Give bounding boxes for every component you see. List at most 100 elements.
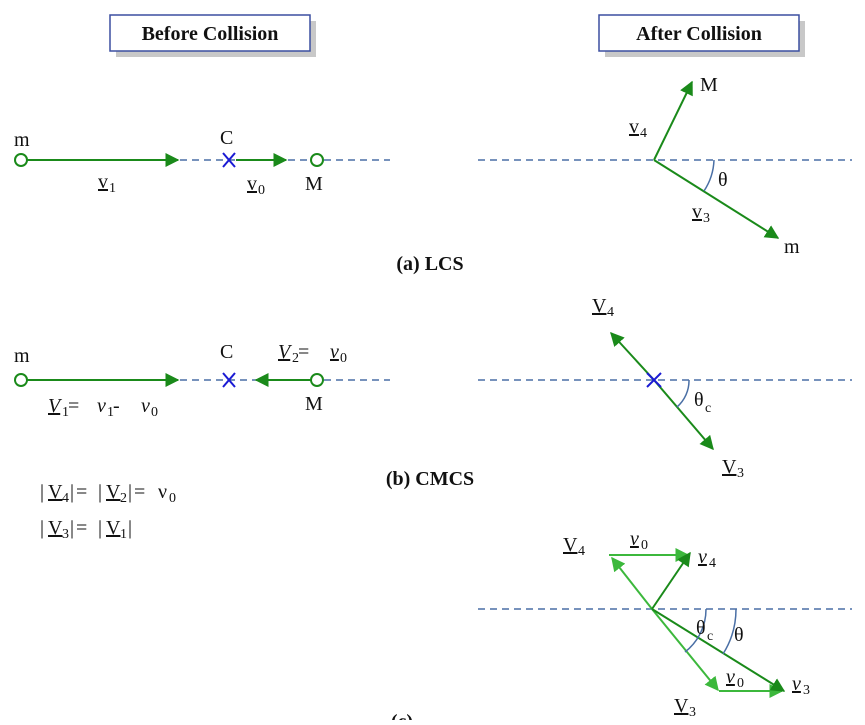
svg-text:1: 1: [120, 527, 127, 542]
cmcs-before: m C M V 1 = v 1 - v 0 V 2 = v 0: [14, 341, 390, 420]
header-before: Before Collision: [109, 14, 316, 57]
relation-line-1: | V 4 | = | V 2 | = ν 0: [40, 481, 176, 506]
svg-text:4: 4: [709, 556, 716, 571]
label-V3: V 3: [674, 695, 696, 720]
svg-text:v: v: [247, 173, 257, 195]
cm-marker-x: [222, 152, 236, 168]
label-M: M: [700, 74, 718, 96]
label-V4: V 4: [592, 295, 614, 320]
svg-text:1: 1: [62, 405, 69, 420]
svg-text:4: 4: [62, 491, 69, 506]
cmcs-after: θ c V 4 V 3: [478, 295, 852, 481]
svg-text:0: 0: [169, 491, 176, 506]
arrow-v4: [653, 80, 693, 161]
label-C: C: [220, 127, 233, 149]
svg-text:V: V: [563, 534, 578, 556]
svg-text:3: 3: [737, 466, 744, 481]
svg-text:v: v: [98, 171, 108, 193]
svg-text:=: =: [298, 341, 309, 363]
lcs-after: M m θ v 4 v 3: [478, 74, 852, 258]
label-v1: v 1: [98, 171, 116, 196]
label-v0: v 0: [247, 173, 265, 198]
particle-m: [14, 153, 28, 167]
caption-b: (b) CMCS: [386, 468, 474, 490]
label-m: m: [14, 345, 30, 367]
svg-text:V: V: [106, 481, 121, 503]
label-M: M: [305, 393, 323, 415]
label-theta: θ: [734, 624, 744, 646]
svg-text:v: v: [330, 341, 339, 363]
svg-text:0: 0: [258, 183, 265, 198]
label-M: M: [305, 173, 323, 195]
label-m: m: [784, 236, 800, 258]
svg-text:v: v: [97, 395, 106, 417]
caption-a: (a) LCS: [396, 253, 463, 275]
svg-text:|: |: [98, 481, 102, 503]
label-theta-c: θ c: [694, 389, 711, 416]
label-v0-bottom: v 0: [726, 666, 744, 691]
svg-text:θ: θ: [694, 389, 704, 411]
svg-text:|: |: [70, 517, 74, 539]
cm-marker-x: [222, 372, 236, 388]
cm-marker-x: [646, 372, 662, 388]
svg-text:V: V: [674, 695, 689, 717]
svg-text:v: v: [792, 673, 801, 695]
arrow-V3: [653, 379, 714, 451]
arrow-V4: [610, 331, 655, 381]
svg-text:V: V: [722, 456, 737, 478]
label-theta: θ: [718, 169, 728, 191]
caption-c: (c): [391, 711, 413, 720]
svg-text:4: 4: [607, 305, 614, 320]
svg-text:V: V: [48, 481, 63, 503]
lcs-before: m C M v 1 v 0: [14, 127, 390, 198]
arrow-v4: [651, 551, 691, 610]
svg-text:0: 0: [340, 351, 347, 366]
svg-text:4: 4: [578, 544, 585, 559]
svg-text:-: -: [113, 395, 120, 417]
svg-text:v: v: [698, 546, 707, 568]
label-V4: V 4: [563, 534, 585, 559]
svg-text:4: 4: [640, 126, 647, 141]
vector-composition: θ c θ V 4 v 0 v 4 v 0 v 3 V 3: [478, 528, 852, 720]
svg-text:3: 3: [62, 527, 69, 542]
svg-text:=: =: [76, 481, 87, 503]
svg-text:=: =: [134, 481, 145, 503]
svg-text:|: |: [98, 517, 102, 539]
particle-M: [310, 373, 324, 387]
svg-text:V: V: [592, 295, 607, 317]
label-V3: V 3: [722, 456, 744, 481]
svg-text:0: 0: [151, 405, 158, 420]
svg-text:c: c: [705, 401, 711, 416]
angle-arc-theta-c: [684, 608, 707, 653]
svg-text:|: |: [128, 517, 132, 539]
header-before-text: Before Collision: [142, 23, 279, 45]
angle-arc-theta: [722, 608, 737, 655]
label-v3: v 3: [692, 201, 710, 226]
svg-text:θ: θ: [696, 617, 706, 639]
svg-text:3: 3: [703, 211, 710, 226]
header-after: After Collision: [598, 14, 805, 57]
svg-text:3: 3: [803, 683, 810, 698]
label-v3: v 3: [792, 673, 810, 698]
arrow-v3: [653, 159, 780, 239]
arrow-V3-light: [651, 608, 719, 692]
svg-text:1: 1: [107, 405, 114, 420]
svg-text:v: v: [629, 116, 639, 138]
svg-text:v: v: [692, 201, 702, 223]
svg-text:=: =: [76, 517, 87, 539]
svg-text:0: 0: [641, 538, 648, 553]
particle-m: [14, 373, 28, 387]
svg-text:v: v: [630, 528, 639, 550]
svg-text:0: 0: [737, 676, 744, 691]
label-V2-eq: V 2 = v 0: [278, 341, 347, 366]
svg-text:V: V: [48, 395, 63, 417]
svg-text:=: =: [68, 395, 79, 417]
svg-text:1: 1: [109, 181, 116, 196]
svg-text:|: |: [70, 481, 74, 503]
arrow-V4-light: [611, 556, 653, 610]
label-theta-c: θ c: [696, 617, 713, 644]
svg-text:V: V: [278, 341, 293, 363]
svg-text:3: 3: [689, 705, 696, 720]
header-after-text: After Collision: [636, 23, 762, 45]
